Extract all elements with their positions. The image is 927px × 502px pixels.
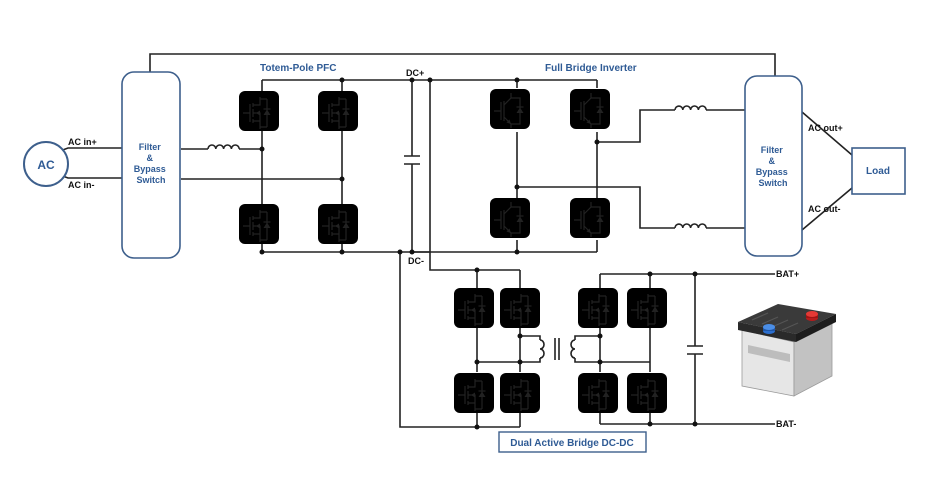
inverter-igbt-1-icon <box>489 88 531 130</box>
dab-mosfet-8-icon <box>626 372 668 414</box>
inverter-title: Full Bridge Inverter <box>545 63 637 74</box>
pfc-mosfet-3-icon <box>238 203 280 245</box>
input-filter-block: Filter & Bypass Switch <box>121 71 181 259</box>
load-label: Load <box>866 166 890 177</box>
dc-plus-label: DC+ <box>406 68 424 78</box>
dab-title-box: Dual Active Bridge DC-DC <box>498 431 647 453</box>
output-filter-block: Filter & Bypass Switch <box>744 75 803 257</box>
dab-mosfet-6-icon <box>626 287 668 329</box>
input-filter-line-4: Switch <box>136 175 165 185</box>
bat-plus-label: BAT+ <box>776 269 799 279</box>
inductors <box>207 105 707 360</box>
dab-mosfet-7-icon <box>577 372 619 414</box>
output-filter-line-3: Bypass <box>756 167 788 177</box>
inverter-igbt-2-icon <box>569 88 611 130</box>
dab-switches <box>453 287 668 414</box>
pfc-mosfet-4-icon <box>317 203 359 245</box>
pfc-mosfet-2-icon <box>317 90 359 132</box>
ac-out-minus-label: AC out- <box>808 204 841 214</box>
output-filter-line-2: & <box>768 156 775 166</box>
svg-text:Filter & Bypass: Filter & Bypass Switch <box>134 142 169 185</box>
dab-mosfet-1-icon <box>453 287 495 329</box>
input-filter-line-1: Filter <box>139 142 162 152</box>
dc-minus-label: DC- <box>408 256 424 266</box>
ac-in-minus-label: AC in- <box>68 180 95 190</box>
pfc-mosfet-1-icon <box>238 90 280 132</box>
load-block: Load <box>851 147 906 195</box>
junction-dots <box>259 77 698 430</box>
inverter-igbt-3-icon <box>489 197 531 239</box>
inverter-switches <box>489 88 611 239</box>
inverter-igbt-4-icon <box>569 197 611 239</box>
dab-title: Dual Active Bridge DC-DC <box>510 438 634 449</box>
svg-text:Filter & Bypass: Filter & Bypass Switch <box>756 145 791 188</box>
ac-out-plus-label: AC out+ <box>808 123 843 133</box>
ac-source: AC <box>23 141 69 187</box>
bat-minus-label: BAT- <box>776 419 796 429</box>
output-filter-line-1: Filter <box>761 145 784 155</box>
ac-source-label: AC <box>37 158 55 172</box>
dab-mosfet-3-icon <box>453 372 495 414</box>
input-filter-line-2: & <box>146 153 153 163</box>
dab-mosfet-2-icon <box>499 287 541 329</box>
pfc-title: Totem-Pole PFC <box>260 63 336 74</box>
output-filter-line-4: Switch <box>758 178 787 188</box>
battery-icon <box>738 304 836 397</box>
ac-in-plus-label: AC in+ <box>68 137 97 147</box>
dab-mosfet-5-icon <box>577 287 619 329</box>
dab-mosfet-4-icon <box>499 372 541 414</box>
input-filter-line-3: Bypass <box>134 164 166 174</box>
pfc-switches <box>238 90 359 245</box>
